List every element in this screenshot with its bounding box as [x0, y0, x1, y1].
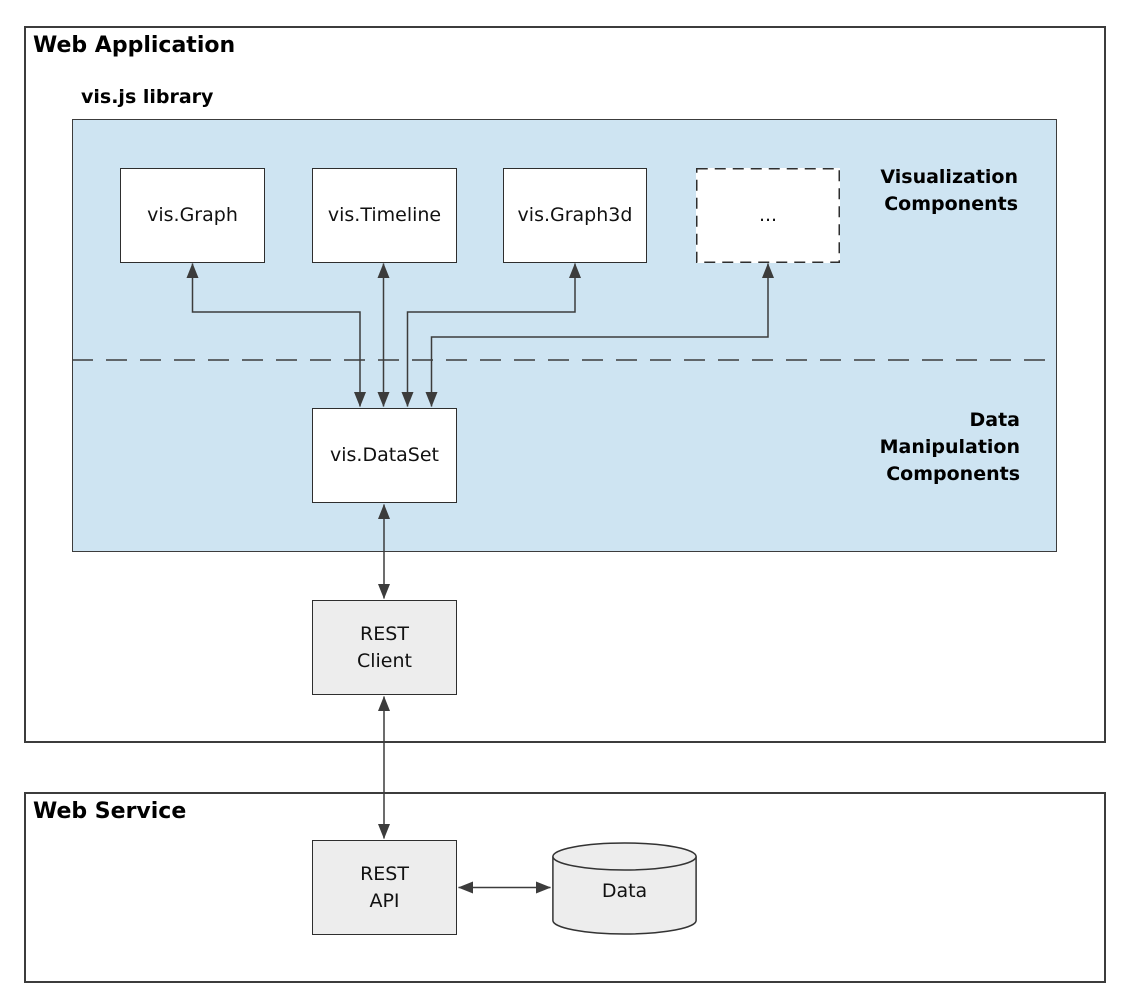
data-cylinder-label: Data	[601, 880, 648, 902]
vis-graph-box: vis.Graph	[120, 168, 265, 263]
vis-timeline-box: vis.Timeline	[312, 168, 457, 263]
web-application-title: Web Application	[33, 33, 236, 58]
vis-graph3d-box: vis.Graph3d	[503, 168, 647, 263]
rest-api-box: REST API	[312, 840, 457, 935]
rest-client-box: REST Client	[312, 600, 457, 695]
vis-dataset-box: vis.DataSet	[312, 408, 457, 503]
data-cylinder: Data	[552, 842, 697, 935]
web-service-title: Web Service	[33, 799, 187, 824]
visualization-components-annotation: Visualization Components	[880, 166, 1018, 215]
visjs-library-label: vis.js library	[81, 86, 214, 108]
data-manipulation-components-annotation: Data Manipulation Components	[879, 409, 1020, 485]
database-icon	[552, 842, 697, 935]
